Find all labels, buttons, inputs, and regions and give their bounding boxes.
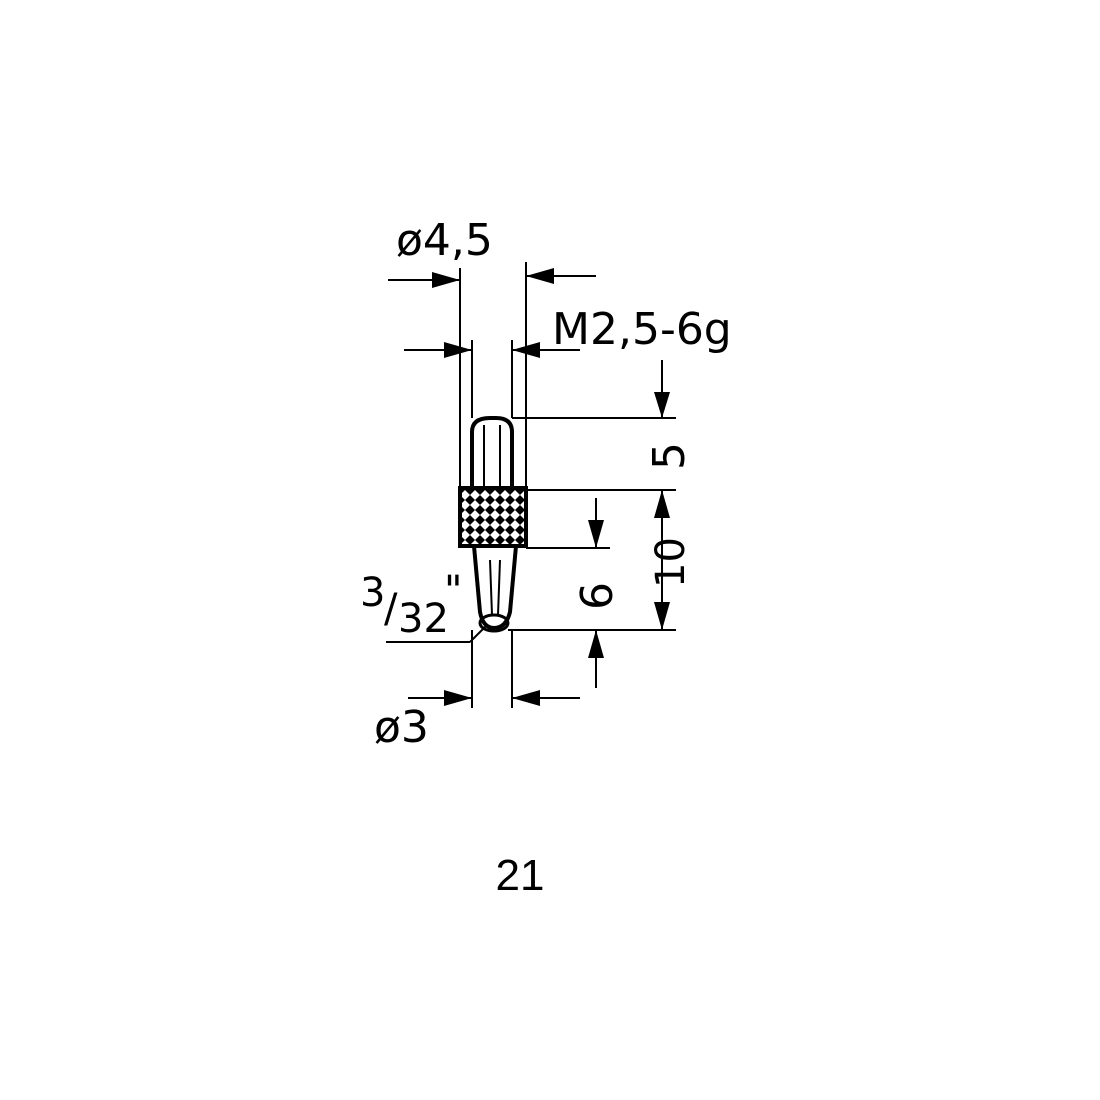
arrow-left xyxy=(512,342,540,358)
ball-diameter-label: ø4,5 xyxy=(396,215,493,266)
thread-section xyxy=(470,416,514,490)
arrow-up xyxy=(654,490,670,518)
knurled-collar xyxy=(458,486,528,548)
arrow-down xyxy=(588,520,604,548)
length-total-label: 10 xyxy=(648,537,694,588)
thread-label: M2,5-6g xyxy=(552,304,732,355)
arrow-down xyxy=(654,602,670,630)
ball-inch-denominator: 32 xyxy=(398,596,449,642)
ball-inch-callout: 3 / 32 " xyxy=(360,568,487,643)
figure-number: 21 xyxy=(496,851,545,900)
arrow-right xyxy=(432,272,460,288)
length-top-label: 5 xyxy=(644,442,695,470)
ball-inch-numerator: 3 xyxy=(360,570,385,616)
ball-tip xyxy=(478,613,510,633)
length-lower-label: 6 xyxy=(572,582,623,610)
top-dimensions: ø4,5 M2,5-6g xyxy=(388,215,732,488)
arrow-right xyxy=(444,690,472,706)
arrow-left xyxy=(526,268,554,284)
arrow-right xyxy=(444,342,472,358)
probe-part xyxy=(458,416,528,633)
ball-inch-slash: / xyxy=(384,586,398,632)
length-dimensions: 5 10 6 xyxy=(508,360,695,688)
shaft-diameter-label: ø3 xyxy=(374,702,429,753)
arrow-down xyxy=(654,392,670,418)
arrow-up xyxy=(588,630,604,658)
bottom-dimensions: ø3 xyxy=(374,630,580,753)
arrow-left xyxy=(512,690,540,706)
ball-inch-unit: " xyxy=(444,568,462,614)
